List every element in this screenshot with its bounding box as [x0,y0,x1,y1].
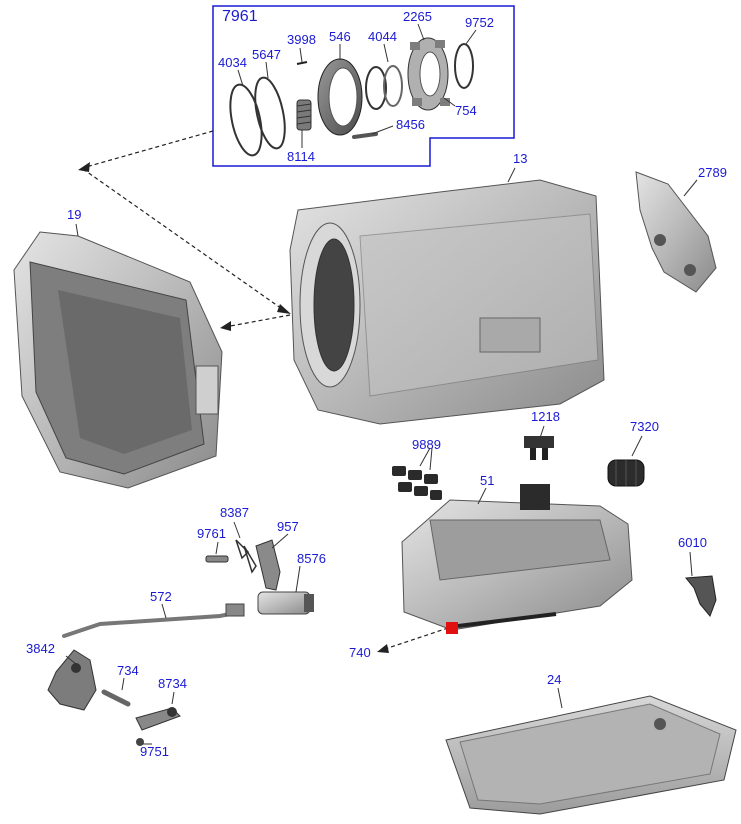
label-8576[interactable]: 8576 [297,551,326,566]
label-3842[interactable]: 3842 [26,641,55,656]
label-754[interactable]: 754 [455,103,477,118]
label-1218[interactable]: 1218 [531,409,560,424]
pin-8456[interactable] [352,132,378,139]
label-9751[interactable]: 9751 [140,744,169,759]
pin-3998[interactable] [296,61,308,65]
manual-lever-3842[interactable] [47,649,97,711]
oil-pan-24[interactable] [445,695,737,815]
label-3998[interactable]: 3998 [287,32,316,47]
valve-body-51[interactable] [401,484,633,634]
lever-957[interactable] [255,539,281,591]
piston-546[interactable] [317,58,363,136]
pin-9761[interactable] [205,555,229,563]
label-957[interactable]: 957 [277,519,299,534]
label-7320[interactable]: 7320 [630,419,659,434]
label-6010[interactable]: 6010 [678,535,707,550]
solenoid-1218[interactable] [524,436,554,460]
label-8734[interactable]: 8734 [158,676,187,691]
shaft-734[interactable] [101,689,131,707]
label-546[interactable]: 546 [329,29,351,44]
label-2789[interactable]: 2789 [698,165,727,180]
link-8734[interactable] [135,707,181,731]
label-24[interactable]: 24 [547,672,562,687]
plug-set-9889[interactable] [392,466,442,500]
snap-ring-4034[interactable] [225,82,267,158]
clutch-pack-2265[interactable] [407,37,450,111]
seal-ring-5647[interactable] [250,75,290,151]
label-2265[interactable]: 2265 [403,9,432,24]
snap-ring-9752[interactable] [454,43,474,89]
label-4034[interactable]: 4034 [218,55,247,70]
o-ring-4044[interactable] [365,65,403,110]
transmission-case-13[interactable] [289,179,605,425]
mount-bracket-2789[interactable] [635,171,717,293]
label-9752[interactable]: 9752 [465,15,494,30]
label-8456[interactable]: 8456 [396,117,425,132]
label-8387[interactable]: 8387 [220,505,249,520]
arrow-heads [78,162,389,653]
bell-housing-19[interactable] [13,231,223,489]
inset-title-7961[interactable]: 7961 [222,8,258,25]
leader-lines [65,23,698,745]
clip-8387[interactable] [235,539,257,574]
label-740[interactable]: 740 [349,645,371,660]
label-5647[interactable]: 5647 [252,47,281,62]
callout-arrows [82,130,449,651]
inset-frame [212,5,515,167]
label-51[interactable]: 51 [480,473,495,488]
label-13[interactable]: 13 [513,151,528,166]
label-734[interactable]: 734 [117,663,139,678]
detent-spring-6010[interactable] [685,575,717,617]
label-9889[interactable]: 9889 [412,437,441,452]
sleeve-8576[interactable] [257,591,314,615]
filter-seal-7320[interactable] [607,459,645,487]
label-8114[interactable]: 8114 [287,149,315,164]
label-572[interactable]: 572 [150,589,172,604]
label-19[interactable]: 19 [67,207,82,222]
label-9761[interactable]: 9761 [197,526,226,541]
spring-8114[interactable] [296,99,312,131]
label-4044[interactable]: 4044 [368,29,397,44]
shift-rod-572[interactable] [62,603,245,638]
